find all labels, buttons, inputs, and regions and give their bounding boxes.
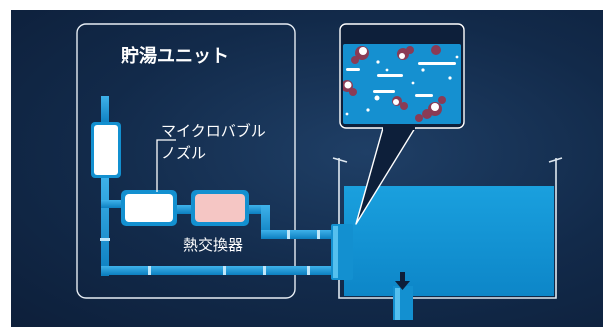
diagram-stage: 貯湯ユニット マイクロバブル ノズル 熱交換器 — [11, 10, 603, 327]
zoom-callout — [339, 23, 465, 225]
nozzle-label-line2: ノズル — [161, 144, 206, 162]
pipe-to-tank — [261, 230, 337, 239]
heat-exchanger — [191, 190, 249, 226]
vertical-cylinder — [91, 122, 121, 178]
pipe-network — [101, 96, 337, 276]
pipe-to-nozzle — [101, 200, 125, 208]
storage-unit-frame — [76, 23, 296, 299]
nozzle-label-line1: マイクロバブル — [161, 122, 266, 140]
pipe-left-vertical — [101, 174, 109, 276]
bathtub-water — [344, 186, 554, 296]
heat-exchanger-label: 熱交換器 — [183, 236, 243, 254]
bathtub-lip — [332, 157, 563, 163]
storage-unit-title: 貯湯ユニット — [121, 45, 229, 67]
bathtub — [332, 157, 563, 299]
drain-pipe — [393, 286, 413, 320]
micro-bubbles — [344, 47, 459, 116]
down-arrow-icon — [395, 272, 410, 290]
microbubble-nozzle — [121, 190, 177, 226]
pipe-bottom-return — [101, 266, 337, 275]
bath-system-diagram: 貯湯ユニット マイクロバブル ノズル 熱交換器 — [76, 23, 563, 320]
circulation-adapter — [331, 224, 353, 280]
pipe-nozzle-to-hx — [174, 205, 194, 214]
pipe-inlet-top — [101, 96, 109, 124]
pipe-hx-riser — [261, 205, 270, 237]
bubble-streaks — [346, 62, 456, 97]
nozzle-leader-line — [156, 139, 176, 192]
pipe-hx-out — [245, 205, 269, 214]
